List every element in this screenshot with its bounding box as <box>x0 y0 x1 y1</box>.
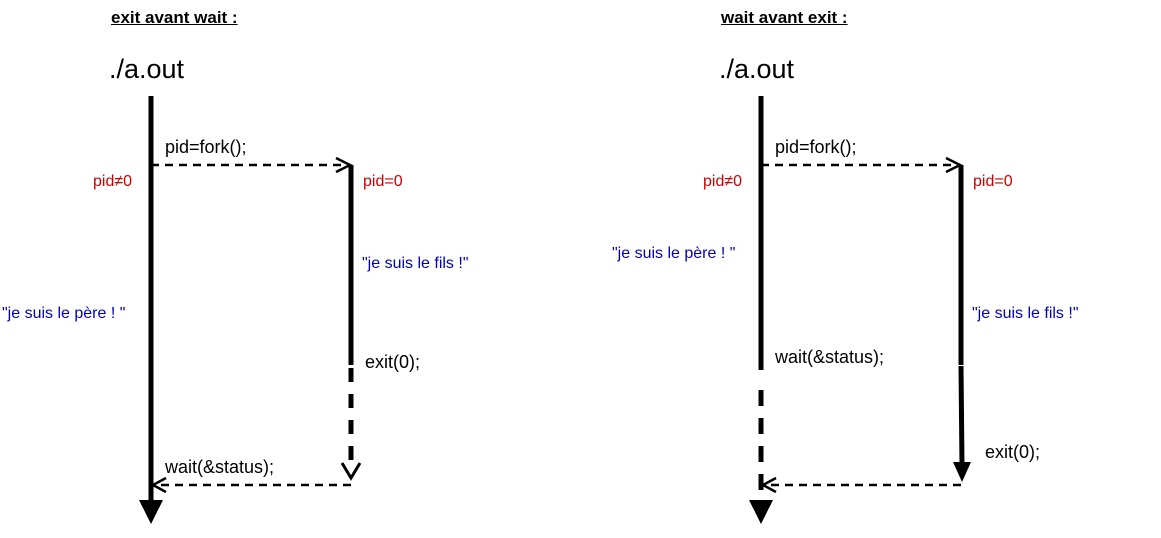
left-child-message: "je suis le fils !" <box>362 255 469 272</box>
left-exit-call: exit(0); <box>365 352 421 372</box>
left-fork-call: pid=fork(); <box>165 137 247 157</box>
right-parent-arrowhead <box>749 500 773 524</box>
left-return-arrowhead <box>150 476 167 494</box>
left-title: exit avant wait : <box>111 8 238 27</box>
right-program-name: ./a.out <box>719 54 795 84</box>
right-exit-call: exit(0); <box>985 442 1041 462</box>
right-child-line-lower <box>958 365 965 467</box>
left-wait-call: wait(&status); <box>165 457 275 477</box>
left-diagram <box>139 96 362 524</box>
right-fork-call: pid=fork(); <box>775 137 857 157</box>
left-parent-message: "je suis le père ! " <box>2 305 126 322</box>
right-return-arrowhead <box>760 476 777 494</box>
right-parent-message: "je suis le père ! " <box>612 245 736 262</box>
right-child-message: "je suis le fils !" <box>972 305 1079 322</box>
right-child-pid: pid=0 <box>973 173 1013 190</box>
left-parent-pid: pid≠0 <box>93 173 133 190</box>
right-diagram <box>749 96 971 524</box>
left-program-name: ./a.out <box>109 54 185 84</box>
right-child-arrowhead <box>953 462 971 482</box>
right-parent-pid: pid≠0 <box>703 173 743 190</box>
right-title: wait avant exit : <box>721 8 848 27</box>
right-wait-call: wait(&status); <box>775 347 885 367</box>
left-child-pid: pid=0 <box>363 173 403 190</box>
left-child-arrowhead <box>340 462 362 481</box>
left-parent-arrowhead <box>139 500 163 524</box>
